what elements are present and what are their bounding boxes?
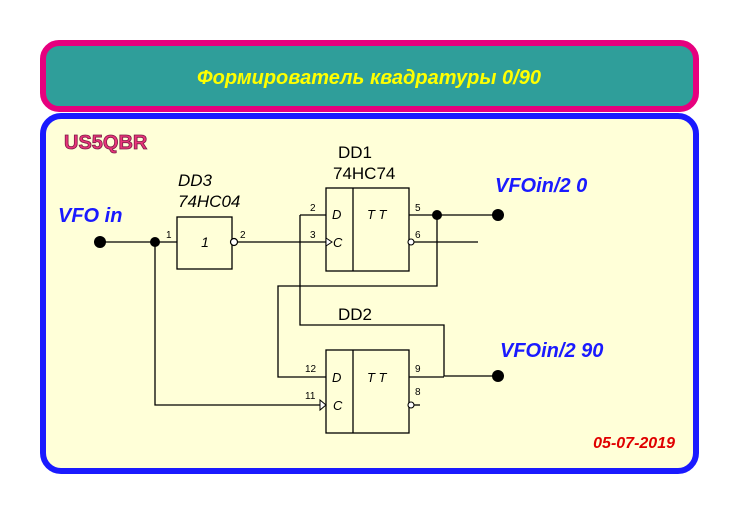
main-panel: [40, 113, 699, 474]
dd2-d-label: D: [332, 370, 341, 385]
dd2-nq-bubble: [407, 401, 415, 409]
dd1-d-label: D: [332, 207, 341, 222]
dd3-inversion-bubble: [229, 237, 239, 247]
net-label-out-0: VFOin/2 0: [495, 175, 587, 197]
dd2-pin-nq: 8: [415, 387, 421, 398]
dd1-name: DD1: [338, 143, 372, 162]
dd3-pin-in: 1: [166, 230, 172, 241]
author-logo: US5QBR: [64, 132, 148, 154]
dd1-clock-marker: [325, 237, 333, 247]
header-title: Формирователь квадратуры 0/90: [197, 67, 541, 89]
dd2-pin-q: 9: [415, 364, 421, 375]
dd1-part: 74HC74: [333, 164, 395, 183]
dd2-c-label: C: [333, 398, 343, 413]
header-panel: [40, 40, 699, 112]
dd1-pin-q: 5: [415, 203, 421, 214]
dd3-name: DD3: [178, 171, 213, 190]
dd1-nq-bubble: [407, 238, 415, 246]
dd1-pin-nq: 6: [415, 230, 421, 241]
dd3-box: [176, 216, 233, 270]
dd1-pin-c: 3: [310, 230, 316, 241]
date-stamp: 05-07-2019: [593, 435, 675, 452]
terminal-out-90: [492, 370, 504, 382]
dd2-clock-marker: [319, 398, 327, 412]
junction-dd1-q: [432, 210, 442, 220]
dd2-name: DD2: [338, 305, 372, 324]
dd1-pin-d: 2: [310, 203, 316, 214]
dd2-pin-c: 11: [305, 391, 316, 402]
net-label-vfo-in: VFO in: [58, 205, 122, 227]
wires: [100, 214, 498, 406]
dd2-pin-d: 12: [305, 364, 317, 375]
terminal-out-0: [492, 209, 504, 221]
junction-vfo-in: [150, 237, 160, 247]
dd3-part: 74HC04: [178, 192, 240, 211]
dd1-box: [325, 187, 410, 272]
dd3-symbol: 1: [201, 234, 209, 250]
dd2-box: [325, 349, 410, 434]
dd1-c-label: C: [333, 235, 343, 250]
dd3-pin-out: 2: [240, 230, 246, 241]
net-label-out-90: VFOin/2 90: [500, 340, 603, 362]
dd1-tt-label: T T: [367, 207, 388, 222]
dd2-tt-label: T T: [367, 370, 388, 385]
terminal-vfo-in: [94, 236, 106, 248]
